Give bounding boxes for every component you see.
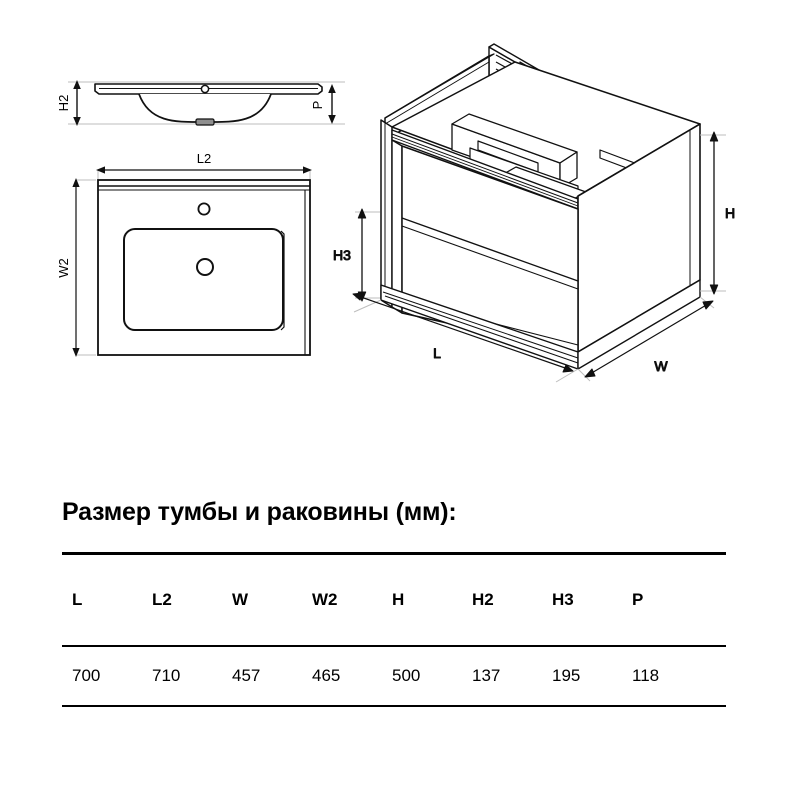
dimension-h3: H3 [333, 208, 380, 302]
table-bottom-rule [62, 705, 726, 707]
table-header-cell: H3 [552, 590, 574, 609]
sink-side-profile [94, 83, 323, 126]
table-value-cell: 457 [232, 666, 261, 685]
dimension-l2: L2 [96, 151, 312, 186]
table-row: 700 710 457 465 500 137 195 118 [62, 647, 726, 705]
table-value-cell: 500 [392, 666, 421, 685]
cabinet-interior-compartments [451, 113, 641, 207]
dimension-p: P [310, 84, 336, 124]
table-header-cell: H [392, 590, 405, 609]
page-title: Размер тумбы и раковины (мм): [62, 498, 457, 526]
table-header-cell: W2 [312, 590, 338, 609]
dimension-label-l: L [433, 345, 441, 361]
dimension-h2: H2 [56, 80, 81, 126]
dimension-label-p: P [310, 101, 325, 110]
table-value-cell: 710 [152, 666, 181, 685]
dimensions-table: L L2 W W2 H H2 H3 P 700 710 457 465 500 … [62, 552, 726, 707]
dimension-label-w: W [654, 358, 668, 374]
table-header-cell: W [232, 590, 249, 609]
sink-basin [123, 228, 284, 331]
sink-top-view: L2 W2 [56, 151, 312, 357]
dimension-label-h2: H2 [56, 95, 71, 112]
table-header-row: L L2 W W2 H H2 H3 P [62, 555, 726, 645]
dimension-h: H [700, 131, 736, 295]
dimension-w2: W2 [56, 178, 96, 357]
table-value-cell: 465 [312, 666, 341, 685]
table-value-cell: 137 [472, 666, 501, 685]
table-header-cell: L2 [152, 590, 172, 609]
tap-hole [197, 202, 211, 216]
cabinet-front-open-shelf [391, 139, 579, 353]
sink-side-view: H2 P [56, 80, 345, 126]
dimension-label-l2: L2 [197, 151, 211, 166]
table-value-cell: 118 [632, 666, 660, 685]
table-header-cell: L [72, 590, 83, 609]
dimension-label-h3: H3 [333, 247, 351, 263]
table-value-cell: 195 [552, 666, 581, 685]
drain-hole [196, 258, 214, 276]
dimension-l: L [352, 292, 579, 383]
table-header-cell: P [632, 590, 644, 609]
technical-drawings-area: H2 P [56, 43, 736, 383]
table-top-rule [62, 552, 726, 555]
cabinet-isometric-view: H3 H L [333, 43, 736, 383]
cabinet-base-frame [380, 279, 701, 370]
table-value-cell: 700 [72, 666, 101, 685]
dimension-label-w2: W2 [56, 258, 71, 278]
table-mid-rule [62, 645, 726, 647]
dimension-label-h: H [725, 205, 735, 221]
table-header-cell: H2 [472, 590, 494, 609]
dimension-w: W [577, 296, 715, 382]
